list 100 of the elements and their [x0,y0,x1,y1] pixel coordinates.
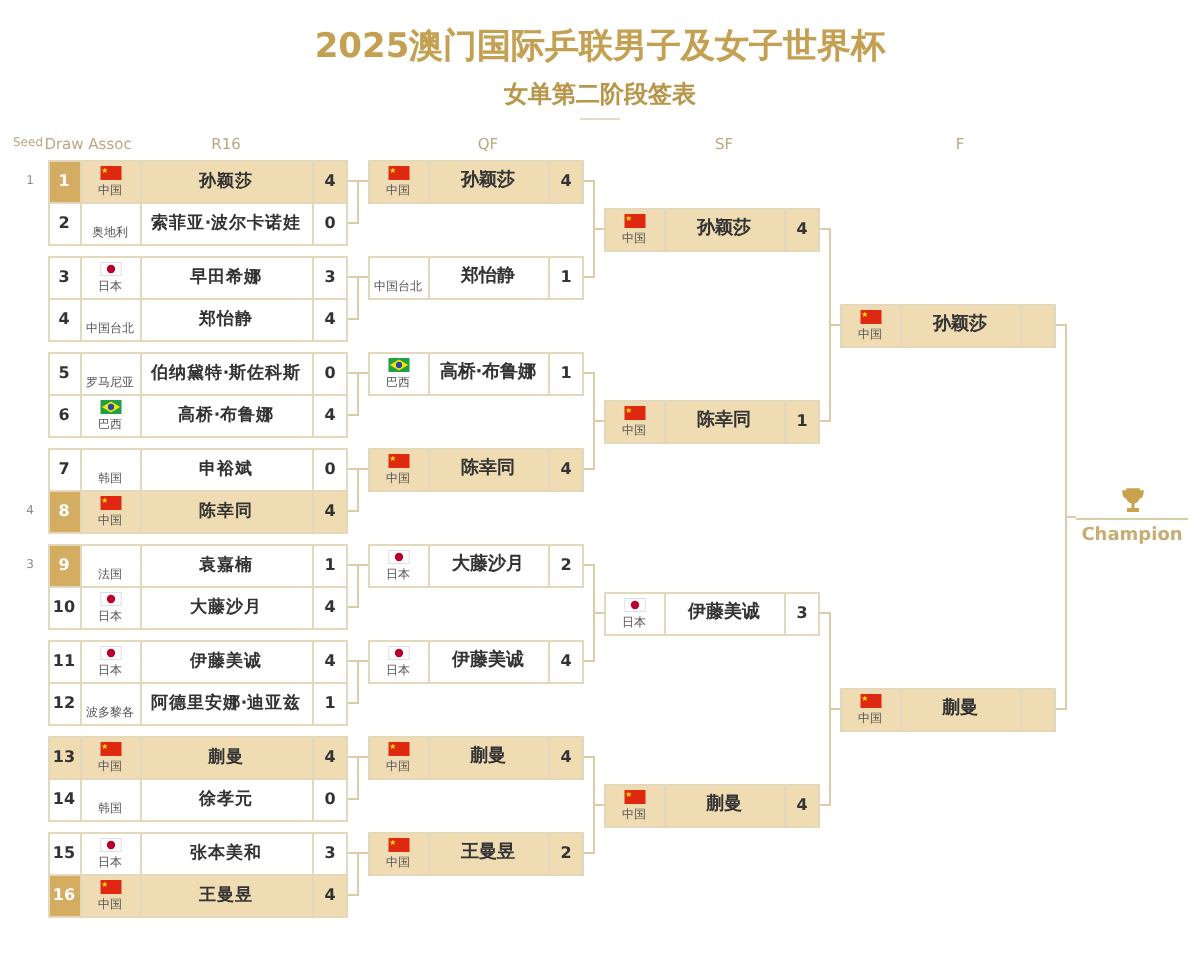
player-name: 陈幸同 [461,461,515,479]
player-name: 张本美和 [190,845,262,863]
draw-number: 1 [58,174,70,190]
bracket-line [347,564,369,608]
player-slot [368,352,584,396]
score: 4 [324,750,336,766]
player-slot [48,682,348,726]
score: 0 [324,366,336,382]
bracket-line [347,372,369,416]
score: 3 [324,846,336,862]
player-name: 伊藤美诚 [190,653,262,671]
player-slot [48,736,348,780]
draw-number: 13 [52,750,76,766]
player-name: 大藤沙月 [452,557,524,575]
player-slot [48,490,348,534]
draw-number: 14 [52,792,76,808]
player-slot [48,778,348,822]
player-name: 索菲亚·波尔卡诺娃 [150,215,302,233]
player-name: 蒯曼 [706,797,742,815]
champion-label: Champion [1076,517,1188,545]
score: 1 [324,558,336,574]
player-slot [48,202,348,246]
bracket-line [347,852,369,896]
subtitle: 女单第二阶段签表 [504,82,696,106]
bracket-line [819,708,841,806]
player-slot [48,586,348,630]
score: 4 [324,888,336,904]
score: 2 [560,558,572,574]
player-slot [48,640,348,684]
player-slot [368,832,584,876]
score: 1 [324,696,336,712]
player-name: 高桥·布鲁娜 [439,365,537,383]
player-name: 郑怡静 [461,269,515,287]
score: 1 [560,366,572,382]
player-name: 孙颖莎 [461,173,515,191]
player-name: 伯纳黛特·斯佐科斯 [150,365,302,383]
bracket-line [347,468,369,512]
score: 3 [324,270,336,286]
score: 4 [324,504,336,520]
bracket-line [347,660,369,704]
player-slot [48,352,348,396]
score: 1 [796,414,808,430]
player-name: 蒯曼 [208,749,244,767]
player-slot [604,784,820,828]
player-name: 孙颖莎 [697,221,751,239]
player-name: 王曼昱 [199,887,253,905]
player-slot [840,688,1056,732]
bracket-line [347,756,369,800]
player-slot [48,160,348,204]
player-slot [604,208,820,252]
score: 4 [324,174,336,190]
player-slot [368,736,584,780]
player-name: 郑怡静 [199,311,253,329]
score: 0 [324,792,336,808]
draw-number: 12 [52,696,76,712]
player-name: 孙颖莎 [199,173,253,191]
player-name: 蒯曼 [942,701,978,719]
player-slot [604,400,820,444]
score: 0 [324,216,336,232]
draw-number: 2 [58,216,70,232]
player-name: 高桥·布鲁娜 [177,407,275,425]
score: 4 [324,408,336,424]
player-name: 大藤沙月 [190,599,262,617]
player-name: 陈幸同 [697,413,751,431]
player-name: 蒯曼 [470,749,506,767]
score: 4 [324,312,336,328]
player-slot [368,640,584,684]
bracket-line [583,612,605,662]
player-name: 伊藤美诚 [452,653,524,671]
player-slot [368,544,584,588]
player-slot [604,592,820,636]
player-name: 阿德里安娜·迪亚兹 [150,695,302,713]
bracket-line [1055,516,1077,710]
player-slot [48,544,348,588]
player-slot [48,298,348,342]
score: 4 [560,174,572,190]
bracket-line [347,180,369,224]
player-slot [368,448,584,492]
draw-number: 5 [58,366,70,382]
draw-number: 16 [52,888,76,904]
player-name: 王曼昱 [461,845,515,863]
player-slot [368,256,584,300]
bracket-line [819,324,841,422]
bracket-line [583,228,605,278]
score: 0 [324,462,336,478]
score: 4 [324,600,336,616]
score: 1 [560,270,572,286]
player-name: 孙颖莎 [933,317,987,335]
player-slot [48,256,348,300]
bracket-line [583,420,605,470]
score: 4 [796,222,808,238]
player-slot [840,304,1056,348]
score: 2 [560,846,572,862]
draw-number: 7 [58,462,70,478]
draw-number: 15 [52,846,76,862]
bracket-line [583,804,605,854]
draw-number: 11 [52,654,76,670]
player-name: 徐孝元 [199,791,253,809]
score: 4 [796,798,808,814]
player-name: 陈幸同 [199,503,253,521]
